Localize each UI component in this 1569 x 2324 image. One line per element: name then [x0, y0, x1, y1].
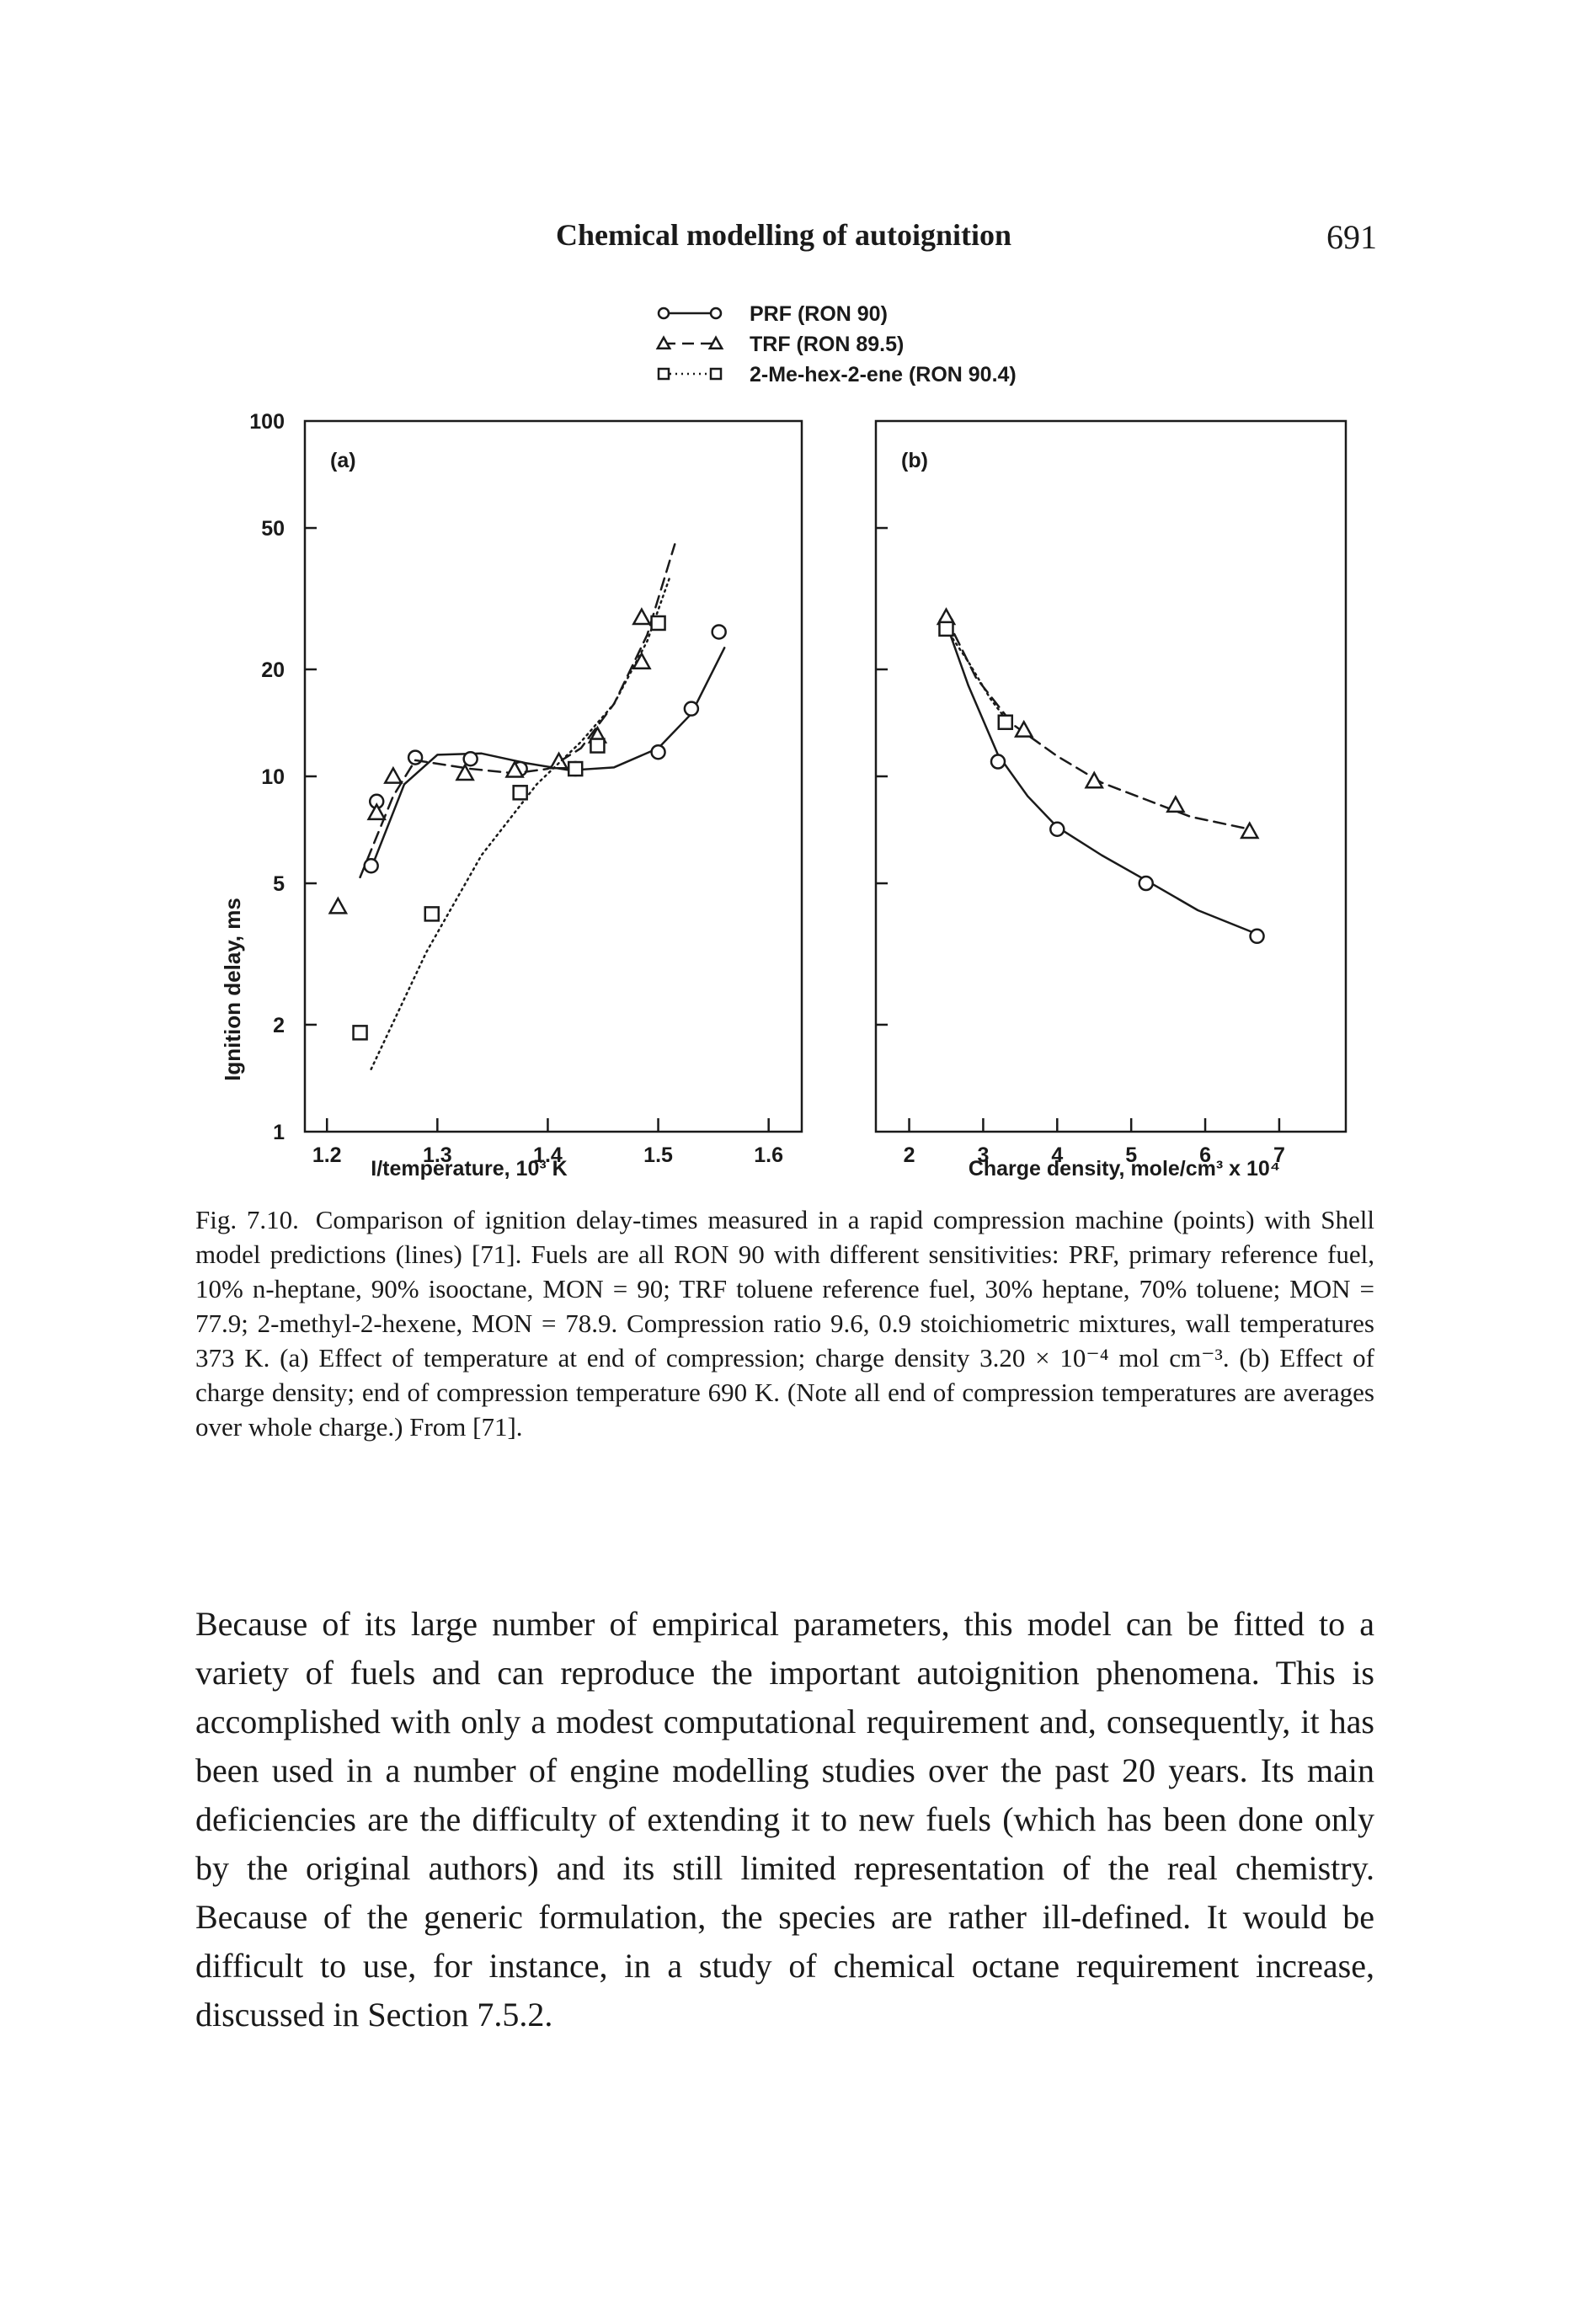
panel-b-series-1-point-3: [1166, 794, 1186, 813]
panel-a-series-2-point-5: [650, 615, 666, 632]
figure-caption: Fig. 7.10. Comparison of ignition delay-…: [195, 1202, 1374, 1444]
panel-b: (b) 2 3 4 5 6 7: [874, 419, 1348, 1167]
legend-marker-end-2: [709, 367, 723, 381]
x-tick-label: 7: [1273, 1143, 1285, 1167]
panel-b-series-0-point-3: [1138, 875, 1154, 892]
panel-a-series-2-point-0: [352, 1025, 368, 1041]
panel-a: (a) 1 2 5 10 20 50 100 1.2 1.3 1.4 1.5 1.6: [249, 410, 803, 1167]
legend-label-1: TRF (RON 89.5): [750, 333, 904, 356]
panel-a-series-2-point-2: [512, 785, 528, 801]
x-tick-label: 1.5: [643, 1143, 673, 1167]
panel-a-series-2-point-4: [590, 738, 606, 754]
panel-b-series-line-0: [945, 621, 1258, 935]
panel-a-x-axis-label: I/temperature, 10³ K: [371, 1157, 567, 1181]
panel-b-x-axis-label: Charge density, mole/cm³ x 10⁴: [969, 1157, 1280, 1181]
body-paragraph: Because of its large number of empirical…: [195, 1605, 1374, 2034]
panel-b-series-1-point-2: [1084, 770, 1104, 789]
panel-a-frame: [303, 419, 803, 1133]
panel-b-series-line-2: [945, 627, 1011, 725]
caption-text: Comparison of ignition delay-times measu…: [195, 1205, 1374, 1442]
y-tick-label: 50: [261, 517, 285, 541]
panel-b-series-2-point-1: [997, 714, 1014, 730]
x-tick-label: 1.2: [312, 1143, 342, 1167]
panel-a-series-1-point-4: [504, 760, 525, 778]
running-title: Chemical modelling of autoignition: [556, 218, 1012, 252]
panel-a-series-2-point-3: [567, 760, 584, 777]
panel-a-series-line-2: [370, 577, 670, 1070]
panel-a-series-0-point-2: [407, 749, 424, 765]
figure-label: Fig. 7.10.: [195, 1205, 299, 1234]
figure-7-10: PRF (RON 90) TRF (RON 89.5) 2-Me-hex-2-ene…: [220, 302, 1348, 1181]
panel-a-series-0-point-0: [363, 858, 379, 874]
running-head: Chemical modelling of autoignition 691: [0, 217, 1569, 268]
panel-a-series-1-point-3: [455, 763, 475, 781]
y-tick-label: 2: [273, 1014, 285, 1037]
panel-a-series-0-point-6: [650, 744, 666, 760]
legend-marker-0: [657, 306, 670, 320]
panel-a-series-1-point-0: [328, 896, 349, 914]
legend-marker-2: [657, 367, 670, 381]
y-tick-label: 20: [261, 658, 285, 682]
x-tick-label: 5: [1125, 1143, 1137, 1167]
panel-a-series-line-0: [370, 647, 726, 870]
x-tick-label: 6: [1199, 1143, 1211, 1167]
panel-b-series-2-point-0: [938, 621, 954, 637]
x-tick-label: 1.3: [423, 1143, 452, 1167]
panel-a-series-0-point-7: [683, 701, 700, 717]
legend-label-2: 2-Me-hex-2-ene (RON 90.4): [750, 363, 1017, 386]
y-axis-label: Ignition delay, ms: [220, 898, 245, 1081]
y-tick-label: 10: [261, 765, 285, 789]
legend-marker-1: [655, 335, 672, 350]
panel-b-series-1-point-4: [1240, 821, 1260, 840]
panel-a-series-0-point-3: [462, 750, 478, 767]
panel-a-series-1-point-2: [383, 765, 403, 784]
panel-b-label: (b): [901, 449, 928, 472]
x-tick-label: 2: [904, 1143, 915, 1167]
panel-b-series-0-point-4: [1249, 928, 1265, 945]
legend-label-0: PRF (RON 90): [750, 302, 888, 326]
x-tick-label: 1.4: [533, 1143, 563, 1167]
panel-b-series-0-point-2: [1049, 821, 1065, 838]
legend-marker-end-1: [707, 335, 724, 350]
page-number: 691: [1326, 218, 1377, 256]
x-tick-label: 1.6: [754, 1143, 783, 1167]
panel-a-series-1-point-5: [548, 751, 569, 770]
y-tick-label: 100: [249, 410, 285, 434]
panel-a-series-0-point-8: [711, 624, 727, 640]
panel-b-series-1-point-1: [1014, 719, 1034, 738]
panel-a-series-1-point-1: [366, 802, 387, 821]
panel-b-series-line-1: [945, 616, 1251, 831]
panel-b-frame: [874, 419, 1348, 1133]
x-tick-label: 4: [1051, 1143, 1063, 1167]
panel-a-series-line-1: [359, 543, 676, 879]
panel-a-series-1-point-8: [632, 607, 652, 626]
panel-b-series-0-point-1: [990, 754, 1006, 770]
panel-a-label: (a): [330, 449, 356, 472]
x-tick-label: 3: [977, 1143, 989, 1167]
panel-a-series-2-point-1: [424, 906, 440, 922]
chart-legend: PRF (RON 90) TRF (RON 89.5) 2-Me-hex-2-ene…: [655, 302, 1017, 386]
legend-marker-end-0: [709, 306, 723, 320]
y-tick-label: 1: [273, 1121, 285, 1144]
y-tick-label: 5: [273, 872, 285, 896]
